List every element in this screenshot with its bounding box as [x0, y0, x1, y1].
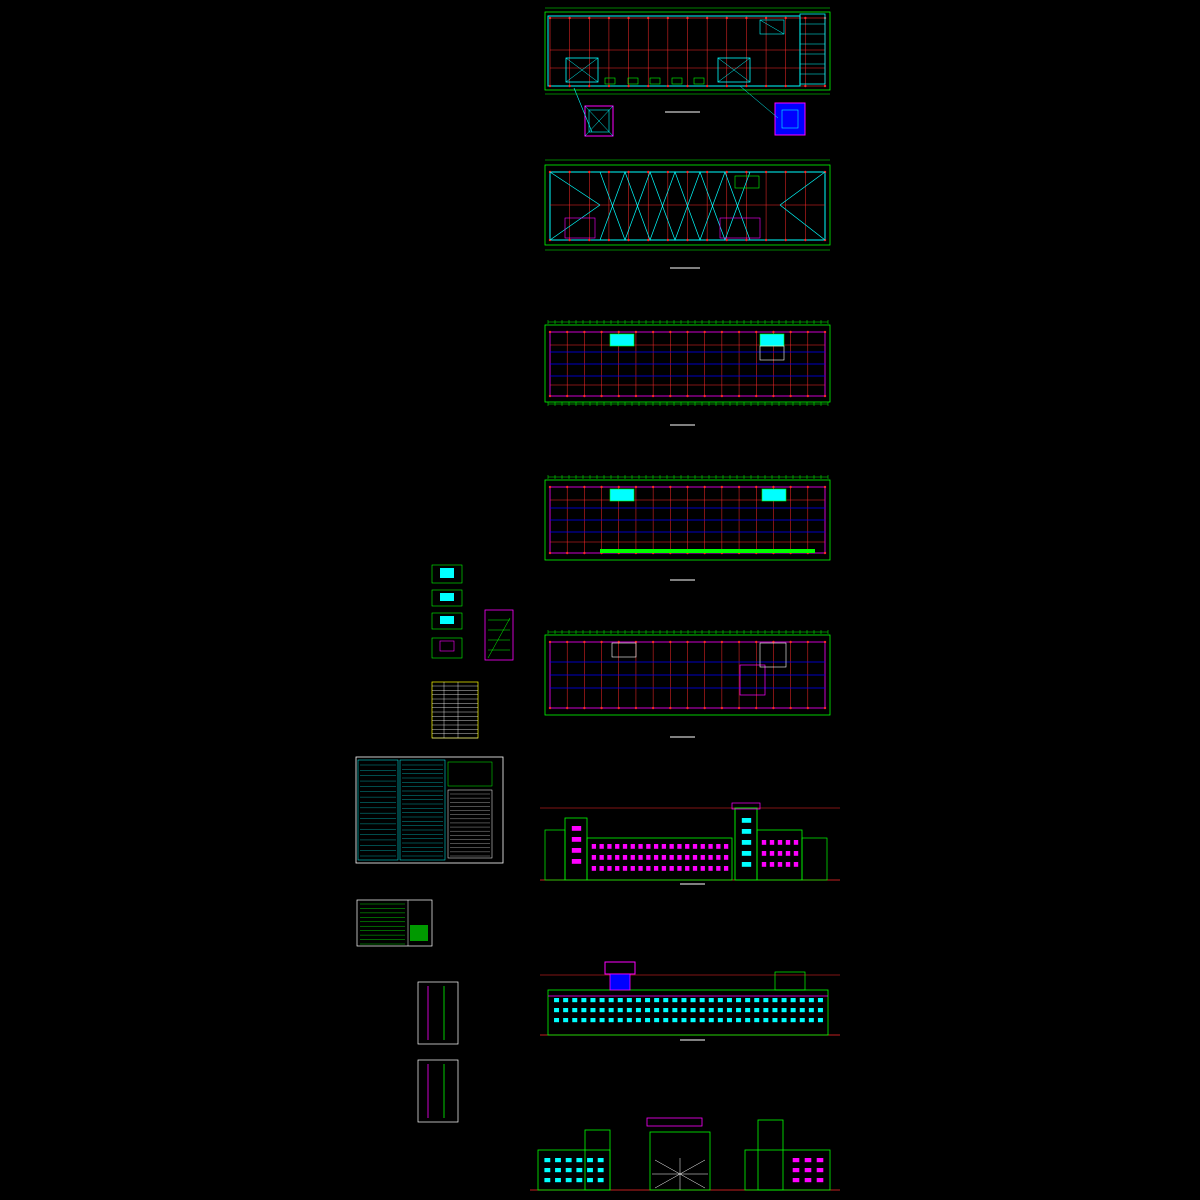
sheet-floor-plan-3[interactable]	[544, 630, 831, 738]
sheet-side-elevations[interactable]	[530, 1117, 840, 1191]
detail-design-notes[interactable]	[355, 756, 504, 864]
sheet-roof-structure-plan[interactable]	[544, 159, 831, 269]
detail-stair-plans[interactable]	[431, 564, 463, 659]
detail-door-window-schedule[interactable]	[431, 681, 479, 739]
sheet-floor-plan-1[interactable]	[544, 320, 831, 426]
sheet-rear-elevation[interactable]	[540, 961, 840, 1041]
sheet-floor-plan-2[interactable]	[544, 475, 831, 581]
sheet-front-elevation[interactable]	[540, 802, 840, 885]
sheet-roof-plan[interactable]	[544, 7, 831, 137]
detail-sheet[interactable]	[356, 899, 433, 947]
detail-wall-sections[interactable]	[417, 981, 459, 1123]
detail-stair-section[interactable]	[484, 609, 514, 661]
